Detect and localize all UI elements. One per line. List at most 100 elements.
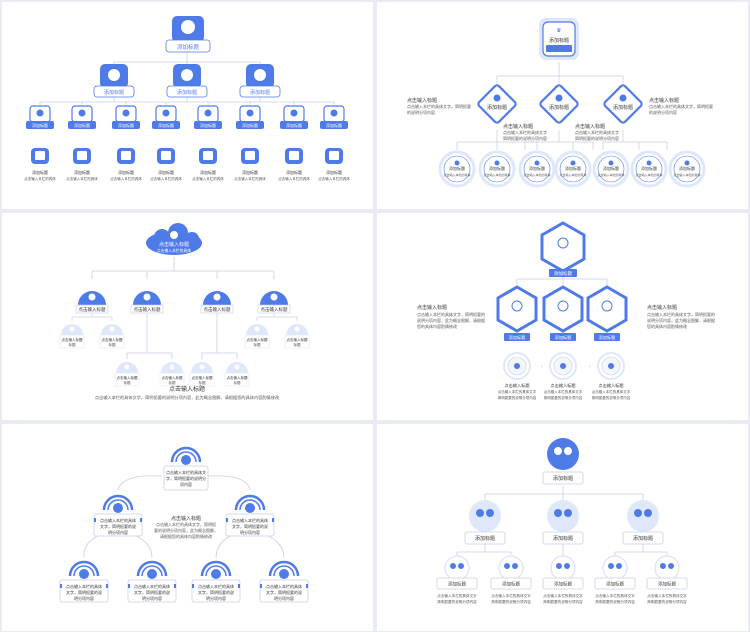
mid-right-line1: 点击输入本栏的具体文字 — [575, 129, 619, 135]
level3-title-3: 点击输入标题 — [117, 375, 138, 380]
level2-node-3: 添加标题 — [239, 64, 281, 98]
person-icon — [124, 364, 130, 370]
level4-title-7: 添加标题 — [286, 169, 302, 175]
level3-sub-1: 标题 — [69, 342, 76, 347]
level2-label-1: 添加标题 — [104, 89, 124, 96]
person-icon — [494, 160, 500, 166]
level3-label-box — [194, 121, 222, 129]
diamond-node-2: 添加标题 — [539, 84, 579, 124]
level4-desc-4: 点击输入本栏的具体 — [150, 176, 182, 181]
group-icon — [476, 509, 484, 517]
person-icon — [169, 364, 175, 370]
bottom-label-3: 添加标题 — [554, 581, 572, 588]
person-icon — [213, 293, 221, 301]
level4-desc-1: 点击输入本栏的具体 — [24, 176, 56, 181]
user-icon — [181, 455, 191, 465]
bottom-text3-2: 明分项内容 — [142, 595, 162, 601]
user-icon — [557, 237, 569, 249]
level2-label-3: 点击输入标题 — [204, 306, 231, 313]
panel-org-chart-6: 添加标题 添加标题添加标题添加标题 添加标题点击输入本栏的具体文字简明扼要的说明… — [377, 424, 748, 631]
bottom-caption-desc: 点击输入本栏的具体文字，简明扼要的说明分项内容，此为概念图解，请根据您的具体内容… — [95, 394, 280, 401]
level3-sub-5: 标题 — [199, 380, 206, 385]
bottom-node-3 — [550, 555, 576, 581]
level3-sub-2: 标题 — [109, 342, 116, 347]
level3-label-4: 添加标题 — [158, 122, 174, 128]
bottom-text1-2: 点击输入本栏的具体 — [134, 583, 170, 589]
bottom-text1-3: 点击输入本栏的具体 — [198, 583, 234, 589]
mid-row: 添加标题添加标题添加标题 — [464, 500, 664, 545]
circle-desc-4: 点击输入本栏的具体 — [559, 172, 586, 177]
circle-row: 添加标题点击输入本栏的具体添加标题点击输入本栏的具体添加标题点击输入本栏的具体添… — [438, 150, 706, 188]
mid-row: 点击输入本栏的具体文字，简明扼要的说明分项内容点击输入本栏的具体文字，简明扼要的… — [93, 494, 275, 537]
level3-label-box — [68, 121, 96, 129]
center-line3: 请根据您的具体内容酌情修改 — [160, 533, 212, 539]
bottom-desc1-2: 点击输入本栏的具体文字 — [491, 593, 531, 598]
circle-desc-6: 点击输入本栏的具体 — [635, 172, 662, 177]
mid-text2-2: 文字，简明扼要的说 — [232, 523, 268, 529]
circle-node-1 — [438, 150, 476, 188]
cloud-subtitle: 点击输入本栏的具体 — [157, 248, 191, 253]
bottom-label-5: 添加标题 — [658, 581, 676, 588]
circle-node-3 — [518, 150, 556, 188]
doc-icon — [203, 151, 213, 160]
bottom-text2-4: 文字，简明扼要的说 — [266, 589, 302, 595]
circle-title-6: 添加标题 — [641, 165, 657, 171]
mid-left-line2: 简明扼要的说明分项内容 — [503, 135, 547, 141]
item-icon — [36, 109, 44, 117]
mid-text3-2: 明分项内容 — [240, 529, 260, 535]
level4-desc-2: 点击输入本栏的具体 — [66, 176, 98, 181]
arrow-icon: › — [589, 363, 591, 370]
top-node-label: 添加标题 — [553, 475, 573, 482]
level3-sub-8: 标题 — [294, 342, 302, 347]
level2-label-1: 点击输入标题 — [79, 306, 106, 313]
side-right-title: 点击输入标题 — [649, 97, 679, 104]
level4-title-6: 添加标题 — [242, 169, 258, 175]
bottom-arc-1 — [68, 560, 100, 577]
group-icon — [554, 447, 562, 455]
mid-left-title: 点击输入标题 — [503, 123, 533, 130]
level3-row: 点击输入标题标题点击输入标题标题点击输入标题标题点击输入标题标题点击输入标题标题… — [59, 324, 310, 387]
hex-row: 添加标题添加标题添加标题 — [496, 285, 628, 341]
person-icon — [143, 293, 151, 301]
bottom-arc-4 — [268, 560, 300, 577]
level4-desc-6: 点击输入本栏的具体 — [234, 176, 266, 181]
level4-desc-8: 点击输入本栏的具体 — [318, 176, 350, 181]
group-icon — [450, 563, 456, 569]
small-line1-2: 点击输入本栏的具体文字 — [544, 389, 583, 394]
panel-org-chart-2: ♛ 添加标题 添加标题 添加标题 添加标题 点击输入标题 点击输入本栏的具体文字… — [377, 2, 748, 209]
level3-title-8: 点击输入标题 — [287, 337, 308, 342]
bottom-text3-4: 明分项内容 — [274, 595, 294, 601]
level2-label-4: 点击输入标题 — [261, 306, 288, 313]
group-icon — [556, 563, 562, 569]
person-icon — [534, 160, 540, 166]
level4-title-2: 添加标题 — [74, 169, 90, 175]
small-line2-2: 简明扼要的说明分项内容 — [544, 395, 583, 400]
level3-label-3: 添加标题 — [118, 122, 134, 128]
group-icon — [554, 509, 562, 517]
bottom-desc1-1: 点击输入本栏的具体文字 — [437, 593, 477, 598]
level3-title-7: 点击输入标题 — [247, 337, 268, 342]
bottom-text3-3: 明分项内容 — [206, 595, 226, 601]
side-left-title: 点击输入标题 — [407, 97, 437, 104]
level2-row: 点击输入标题 点击输入标题 点击输入标题 点击输入标题 — [75, 291, 291, 314]
pin-icon — [619, 94, 627, 102]
top-text-3: 项内容 — [180, 481, 192, 487]
level3-title-5: 点击输入标题 — [192, 375, 213, 380]
bottom-node-5 — [654, 555, 680, 581]
person-icon — [109, 326, 115, 332]
side-right-line1: 点击输入本栏的具体文字，简明扼要 — [649, 103, 713, 109]
bottom-desc1-4: 点击输入本栏的具体文字 — [595, 593, 635, 598]
doc-icon — [35, 151, 45, 160]
diamond-label-2: 添加标题 — [549, 104, 569, 111]
diamond-node-3: 添加标题 — [603, 84, 643, 124]
hex-label-3: 添加标题 — [599, 334, 617, 341]
level3-label-box — [26, 121, 54, 129]
bottom-row: 添加标题点击输入本栏的具体文字简明扼要的说明分项内容添加标题点击输入本栏的具体文… — [436, 555, 688, 604]
level3-title-6: 点击输入标题 — [227, 375, 248, 380]
person-icon — [199, 364, 205, 370]
level2-label-2: 点击输入标题 — [134, 306, 161, 313]
doc-icon — [329, 151, 339, 160]
diamond-label-3: 添加标题 — [613, 104, 633, 111]
level4-title-8: 添加标题 — [326, 169, 342, 175]
bottom-arc-2 — [136, 560, 168, 577]
